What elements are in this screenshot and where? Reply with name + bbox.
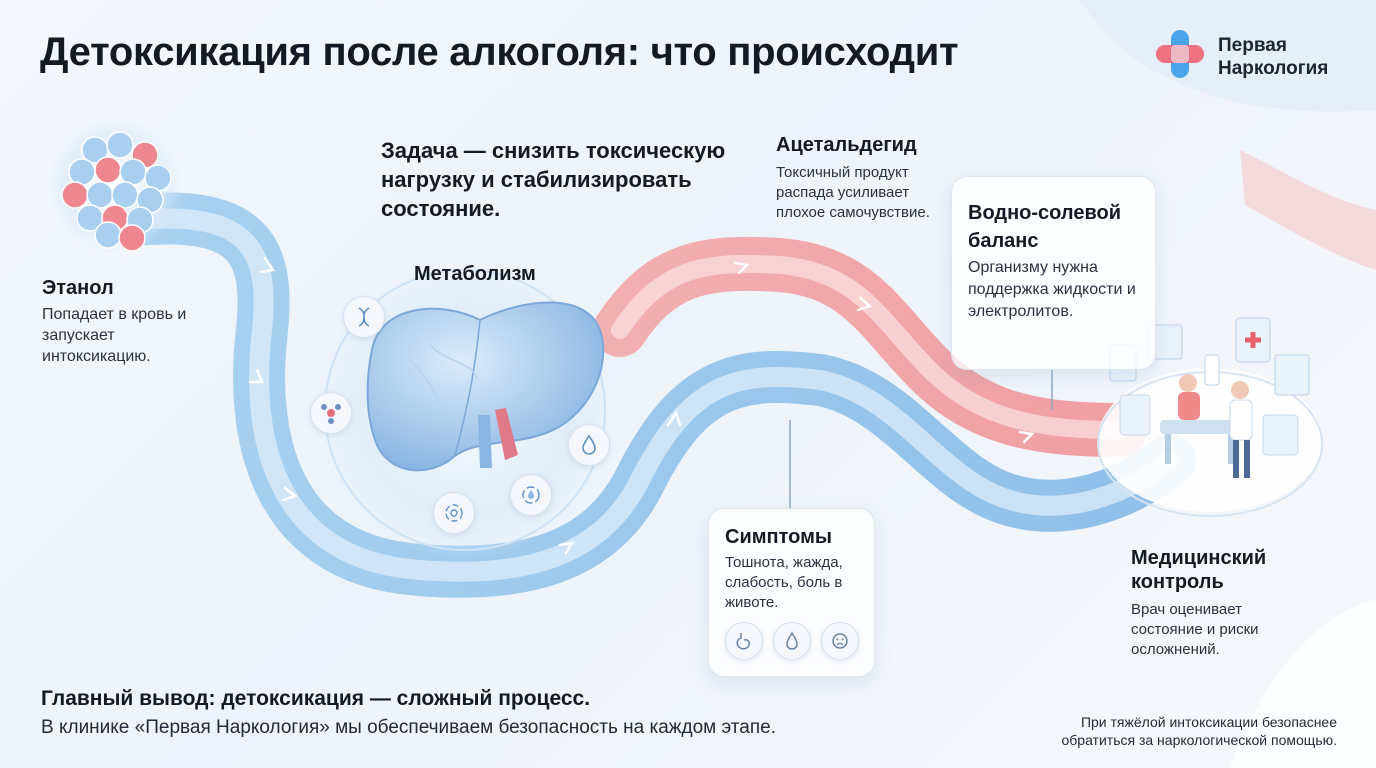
dna-icon	[343, 296, 385, 338]
ethanol-particle	[119, 158, 147, 186]
stage-ethanol: Этанол Попадает в кровь и запускает инто…	[42, 276, 212, 367]
ethanol-title: Этанол	[42, 277, 114, 299]
symptoms-card: Симптомы Тошнота, жажда, слабость, боль …	[708, 508, 875, 677]
acetaldehyde-title: Ацетальдегид	[776, 134, 917, 156]
cycle-gear-icon	[433, 492, 475, 534]
bg-red-ribbon	[1240, 150, 1376, 270]
ethanol-cluster	[47, 117, 183, 253]
face-icon	[821, 622, 859, 660]
water-salt-card: Водно-солевой баланс Организму нужна под…	[951, 176, 1156, 370]
ethanol-particle	[106, 131, 134, 159]
drop-icon	[773, 622, 811, 660]
task-text: Задача — снизить токсическую нагрузку и …	[381, 138, 726, 221]
flow-arrows	[248, 256, 1035, 555]
metabolism-title: Метаболизм	[414, 263, 536, 285]
medical-scene	[1097, 317, 1323, 517]
stomach-icon	[725, 622, 763, 660]
liver-illustration	[366, 301, 605, 472]
bg-blob-top-right	[1080, 0, 1376, 112]
symptoms-title: Симптомы	[725, 526, 832, 548]
clinic-text: В клинике «Первая Наркология» мы обеспеч…	[41, 717, 776, 738]
recycle-drop-icon	[510, 474, 552, 516]
stage-medical: Медицинский контроль Врач оценивает сост…	[1131, 546, 1331, 660]
medical-text: Врач оценивает состояние и риски осложне…	[1131, 601, 1259, 658]
water-drop-icon	[568, 424, 610, 466]
medical-title: Медицинский контроль	[1131, 547, 1267, 593]
bg-blob-bottom-right	[1230, 600, 1376, 768]
ethanol-particle	[61, 181, 89, 209]
conclusion-text: Главный вывод: детоксикация — сложный пр…	[41, 687, 591, 710]
logo-line-1: Первая	[1218, 35, 1287, 56]
ethanol-particle	[86, 181, 114, 209]
logo-line-2: Наркология	[1218, 58, 1329, 79]
ethanol-particle	[68, 158, 96, 186]
molecule-icon	[310, 392, 352, 434]
ethanol-text: Попадает в кровь и запускает интоксикаци…	[42, 306, 187, 365]
stage-acetaldehyde: Ацетальдегид Токсичный продукт распада у…	[776, 133, 954, 223]
water-salt-title: Водно-солевой баланс	[968, 202, 1121, 252]
ethanol-particle	[94, 221, 122, 249]
page-title: Детоксикация после алкоголя: что происхо…	[40, 30, 959, 74]
symptoms-text: Тошнота, жажда, слабость, боль в животе.	[725, 554, 843, 611]
ethanol-particle	[111, 181, 139, 209]
ethanol-particle	[118, 224, 146, 252]
warning-note: При тяжёлой интоксикации безопаснее обра…	[1061, 714, 1337, 748]
acetaldehyde-text: Токсичный продукт распада усиливает плох…	[776, 164, 930, 221]
water-salt-text: Организму нужна поддержка жидкости и эле…	[968, 259, 1136, 320]
brand-logo: Первая Наркология	[1154, 26, 1344, 82]
ethanol-particle	[94, 156, 122, 184]
logo-cross-icon	[1156, 30, 1204, 78]
